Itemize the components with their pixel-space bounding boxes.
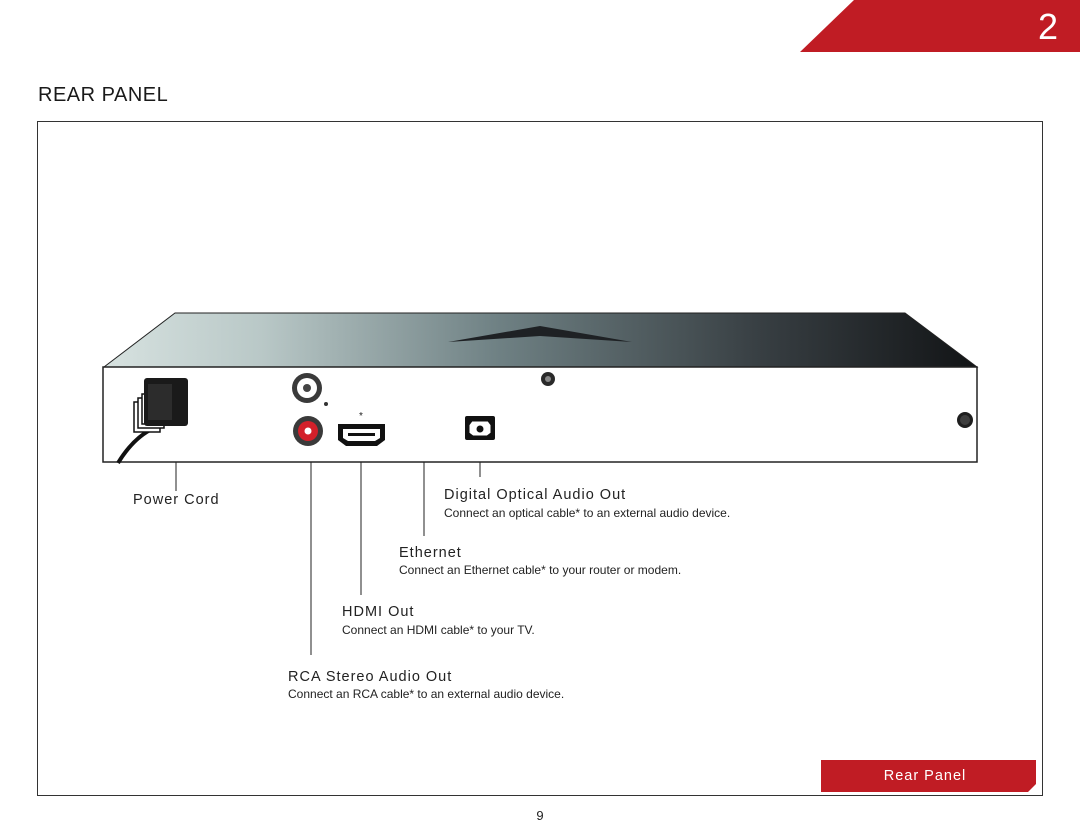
ethernet-description: Connect an Ethernet cable* to your route… xyxy=(399,563,682,577)
power-cord-title: Power Cord xyxy=(133,492,220,508)
hdmi-asterisk: * xyxy=(359,411,363,422)
hdmi-description: Connect an HDMI cable* to your TV. xyxy=(342,623,535,637)
footer-tab-label: Rear Panel xyxy=(883,768,967,784)
reset-button-icon xyxy=(957,412,973,428)
rca-description: Connect an RCA cable* to an external aud… xyxy=(288,687,565,701)
optical-port-icon xyxy=(465,416,495,440)
footer-tab xyxy=(821,760,1036,792)
content-frame xyxy=(37,121,1043,796)
device-top-surface xyxy=(102,312,979,368)
hdmi-port-icon xyxy=(338,424,385,446)
device-back-panel xyxy=(102,366,978,463)
optical-title: Digital Optical Audio Out xyxy=(444,487,627,503)
rca-white-jack-icon xyxy=(292,373,328,406)
rca-red-jack-icon xyxy=(293,416,323,446)
chapter-number: 2 xyxy=(1037,6,1058,47)
rca-title: RCA Stereo Audio Out xyxy=(288,669,453,685)
section-heading: REAR PANEL xyxy=(38,84,169,106)
logo-chevron xyxy=(448,326,632,342)
hdmi-title: HDMI Out xyxy=(342,604,415,620)
screw-icon xyxy=(541,372,555,386)
ethernet-title: Ethernet xyxy=(399,545,462,561)
power-cord-icon xyxy=(116,378,188,465)
optical-description: Connect an optical cable* to an external… xyxy=(444,506,731,520)
chapter-tab xyxy=(800,0,1080,52)
page-number: 9 xyxy=(536,808,544,823)
